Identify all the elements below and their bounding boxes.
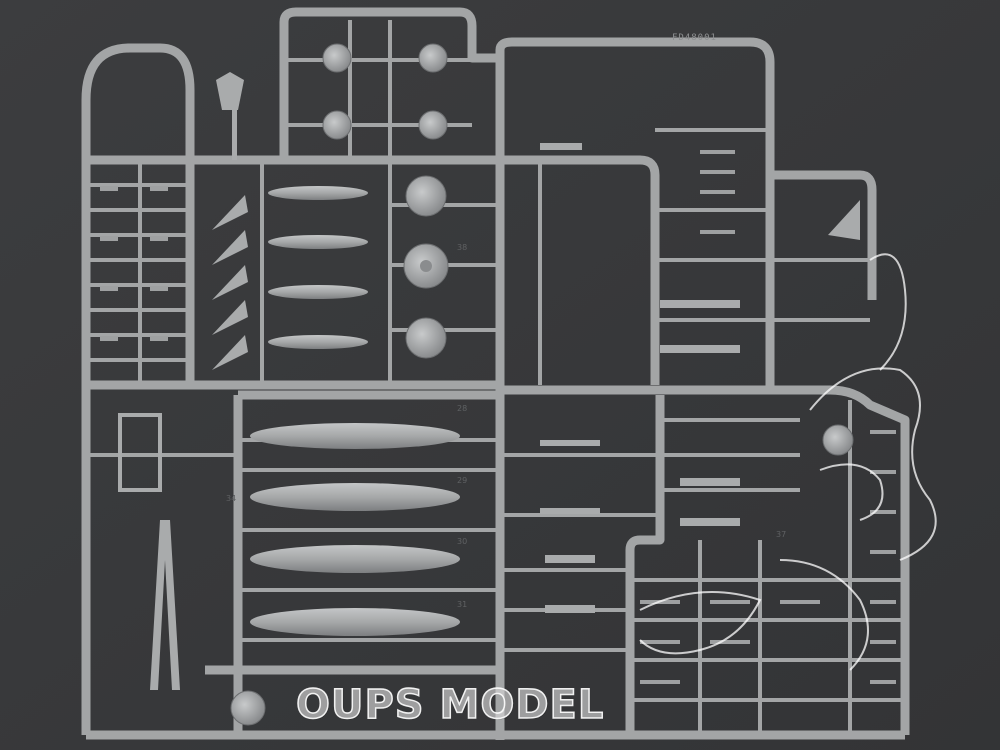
sprue-frame <box>81 7 910 740</box>
sprue-code: FD48001 <box>672 33 717 43</box>
part-number: 30 <box>457 537 468 546</box>
part-number: 37 <box>776 530 787 539</box>
watermark-mascot <box>639 253 937 671</box>
watermark: OUPS MODEL <box>295 681 605 729</box>
part-number: 38 <box>457 243 468 252</box>
small-parts <box>118 72 860 690</box>
wheels <box>230 43 854 726</box>
part-number: 28 <box>457 404 468 413</box>
part-number: 34 <box>226 494 237 503</box>
part-number: 31 <box>457 600 468 609</box>
part-number: 29 <box>457 476 468 485</box>
drop-tanks <box>250 186 460 636</box>
